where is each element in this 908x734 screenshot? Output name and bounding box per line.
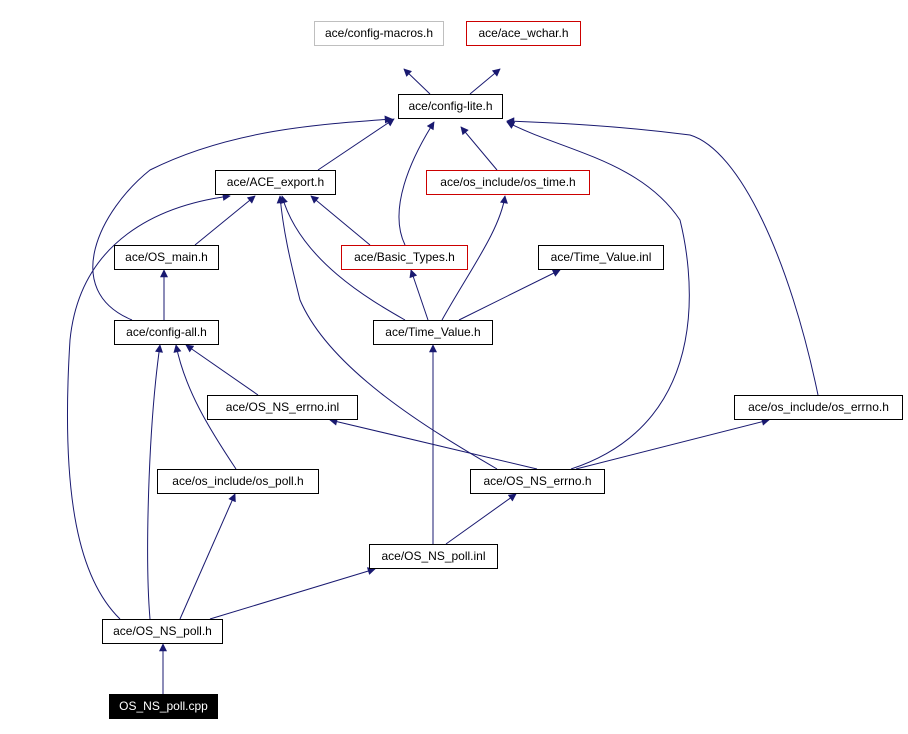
edge-os-ns-errno-inl-to-config-all — [185, 344, 259, 396]
edge-os-poll-to-config-all — [173, 344, 237, 470]
edge-basic-types-to-ace-export — [310, 195, 371, 246]
node-os-poll[interactable]: ace/os_include/os_poll.h — [157, 469, 319, 494]
node-os-time[interactable]: ace/os_include/os_time.h — [426, 170, 590, 195]
edge-time-value-to-ace-export — [280, 195, 406, 321]
node-basic-types[interactable]: ace/Basic_Types.h — [341, 245, 468, 270]
edge-os-ns-poll-to-os-ns-poll-inl — [209, 567, 376, 620]
node-time-value-inl[interactable]: ace/Time_Value.inl — [538, 245, 664, 270]
edge-os-ns-poll-to-ace-export — [66, 192, 231, 620]
edge-os-time-to-config-lite — [460, 126, 498, 171]
edge-ace-export-to-config-lite — [317, 118, 395, 171]
node-os-ns-errno-inl[interactable]: ace/OS_NS_errno.inl — [207, 395, 358, 420]
node-time-value[interactable]: ace/Time_Value.h — [373, 320, 493, 345]
edge-os-main-to-ace-export — [194, 195, 256, 246]
edge-os-ns-poll-to-config-all — [147, 344, 163, 620]
node-ace-export[interactable]: ace/ACE_export.h — [215, 170, 336, 195]
node-os-main[interactable]: ace/OS_main.h — [114, 245, 219, 270]
edge-os-ns-poll-to-os-poll — [179, 493, 236, 620]
node-os-ns-poll[interactable]: ace/OS_NS_poll.h — [102, 619, 223, 644]
edge-time-value-to-os-time — [441, 195, 508, 321]
edge-os-ns-errno-to-ace-export — [276, 195, 498, 470]
edge-config-lite-to-ace-wchar — [469, 68, 501, 95]
edge-time-value-to-time-value-inl — [458, 269, 561, 321]
edge-os-ns-poll-inl-to-os-ns-errno — [445, 493, 517, 545]
edge-config-lite-to-config-macros — [403, 68, 431, 95]
node-config-macros[interactable]: ace/config-macros.h — [314, 21, 444, 46]
node-os-errno[interactable]: ace/os_include/os_errno.h — [734, 395, 903, 420]
node-os-ns-errno[interactable]: ace/OS_NS_errno.h — [470, 469, 605, 494]
edge-os-ns-errno-to-os-errno — [575, 417, 770, 470]
node-config-lite[interactable]: ace/config-lite.h — [398, 94, 503, 119]
node-root-os-ns-poll-cpp: OS_NS_poll.cpp — [109, 694, 218, 719]
edge-basic-types-to-config-lite — [398, 121, 435, 246]
edge-time-value-to-basic-types — [409, 269, 429, 321]
edge-os-ns-errno-to-config-lite — [506, 121, 690, 470]
edge-os-errno-to-config-lite — [506, 117, 819, 396]
node-config-all[interactable]: ace/config-all.h — [114, 320, 219, 345]
node-ace-wchar[interactable]: ace/ace_wchar.h — [466, 21, 581, 46]
node-os-ns-poll-inl[interactable]: ace/OS_NS_poll.inl — [369, 544, 498, 569]
edge-config-all-to-config-lite — [92, 115, 393, 321]
